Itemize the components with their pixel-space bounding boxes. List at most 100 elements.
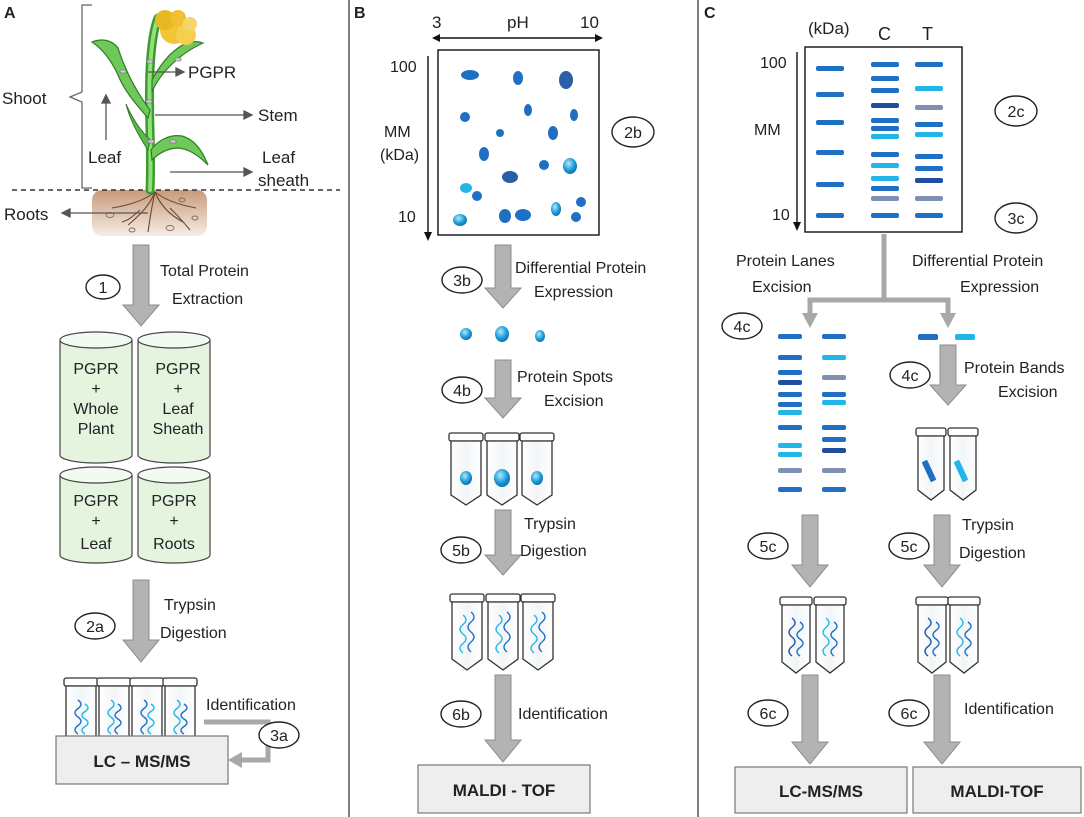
mm-label-b-1: MM [384,124,411,141]
cylinder-leaf-sheath [137,331,211,464]
step-3a-number: 3a [270,728,288,745]
excised-bands [918,334,975,340]
result-c-left: LC-MS/MS [779,782,863,801]
lane-t-band [915,105,943,110]
excised-lane-c-band [778,443,802,448]
arrow-step-4b [483,359,523,419]
excised-lane-t-band [822,400,846,405]
step-2a-number: 2a [86,619,104,636]
peptide-squiggle [830,621,838,657]
cylinder-leaf [59,466,133,564]
tube-b-spot-2 [484,432,520,506]
step-6c-left-badge [747,699,789,727]
kda-label: (kDa) [808,19,850,38]
peptide-squiggle [924,617,932,657]
sheath-arrowhead [243,166,254,178]
mm-low-b: 10 [398,209,416,226]
cylinders [59,331,211,564]
excised-lane-c-band [778,468,802,473]
lane-t-band [915,166,943,171]
ph-label: pH [507,13,529,32]
excised-lane-t-band [822,448,846,453]
ladder-band [816,66,844,71]
tubes-b-peptides [449,593,556,671]
mm-arrow-c [793,222,801,231]
panel-b: B 3 pH 10 100 MM (kDa) 10 [354,5,655,814]
step-1-text-1: Total Protein [160,263,249,280]
arrow-step-3a-head [228,752,242,768]
step-2a-badge [74,612,116,640]
peptide-squiggle [114,703,122,735]
excised-lane-t-band [822,355,846,360]
step-1-number: 1 [99,280,108,297]
ph-arrow-right [595,34,603,42]
lane-c-band [871,76,899,81]
lane-t-band [915,213,943,218]
lane-t-band [915,86,943,91]
lane-t-band [915,62,943,67]
lane-c-band [871,62,899,67]
arrow-step-5c-right [922,514,962,588]
step-1-badge [85,274,121,300]
tube-spot [460,471,472,485]
result-box-c-right [912,766,1082,814]
lane-c-band [871,88,899,93]
cyl4-line1: PGPR [151,493,196,510]
peptide-squiggle [81,703,89,735]
cyl3-line2: + [91,513,100,530]
peptide-squiggle [956,617,964,657]
step-3a-badge [258,721,300,749]
peptide-squiggle [530,614,538,654]
mm-arrow-b [424,232,432,241]
roots-arrowhead [60,207,71,219]
tube-b-spot-3 [519,432,555,506]
tube-c-peptide-3 [915,596,949,674]
step-4b-number: 4b [453,383,471,400]
tube-c-peptide-1 [779,596,813,674]
gel-2d-spots [453,70,586,226]
panel-c-letter: C [704,5,716,22]
lane-c-band [871,134,899,139]
bands-text-2: Excision [998,384,1058,401]
diff-text-1: Differential Protein [912,253,1043,270]
step-1-text-2: Extraction [172,291,243,308]
step-6c-right-badge [888,699,930,727]
lanes-text-1: Protein Lanes [736,253,835,270]
arrow-step-5b [483,509,523,576]
ph-arrow-left [432,34,440,42]
peptide-squiggle [147,703,155,735]
excised-spots [460,326,545,342]
cyl2-line2: + [173,381,182,398]
peptide-squiggle [107,699,115,735]
peptide-squiggle [796,621,804,657]
tube-b-peptide-2 [485,593,521,671]
lane-c-band [871,186,899,191]
tube-spot [494,469,510,487]
step-5c-left-number: 5c [760,539,777,556]
tube-c-peptide-4 [947,596,981,674]
step-4b-text-2: Excision [544,393,604,410]
lane-t-band [915,178,943,183]
arrow-step-6c-right [922,674,962,765]
gel-1d [804,46,963,233]
tube-b-peptide-3 [520,593,556,671]
mm-high-b: 100 [390,59,417,76]
cyl1-line1: PGPR [73,361,118,378]
excised-lane-t-band [822,392,846,397]
step-5b-number: 5b [452,543,470,560]
cyl3-line3: Leaf [80,536,112,553]
excised-lanes [778,334,846,492]
peptide-squiggle [173,699,181,735]
result-box-b [417,764,591,814]
stem-label: Stem [258,106,298,125]
tubes-c-bands [915,427,979,501]
peptide-squiggle [180,703,188,735]
step-6b-badge [440,700,482,728]
excised-lane-t-band [822,334,846,339]
ladder-band [816,213,844,218]
peptide-squiggle [503,611,511,653]
tube-gel-piece [921,460,937,482]
step-5c-text-2: Digestion [959,545,1026,562]
lane-t-band [915,154,943,159]
lane-c-band [871,118,899,123]
